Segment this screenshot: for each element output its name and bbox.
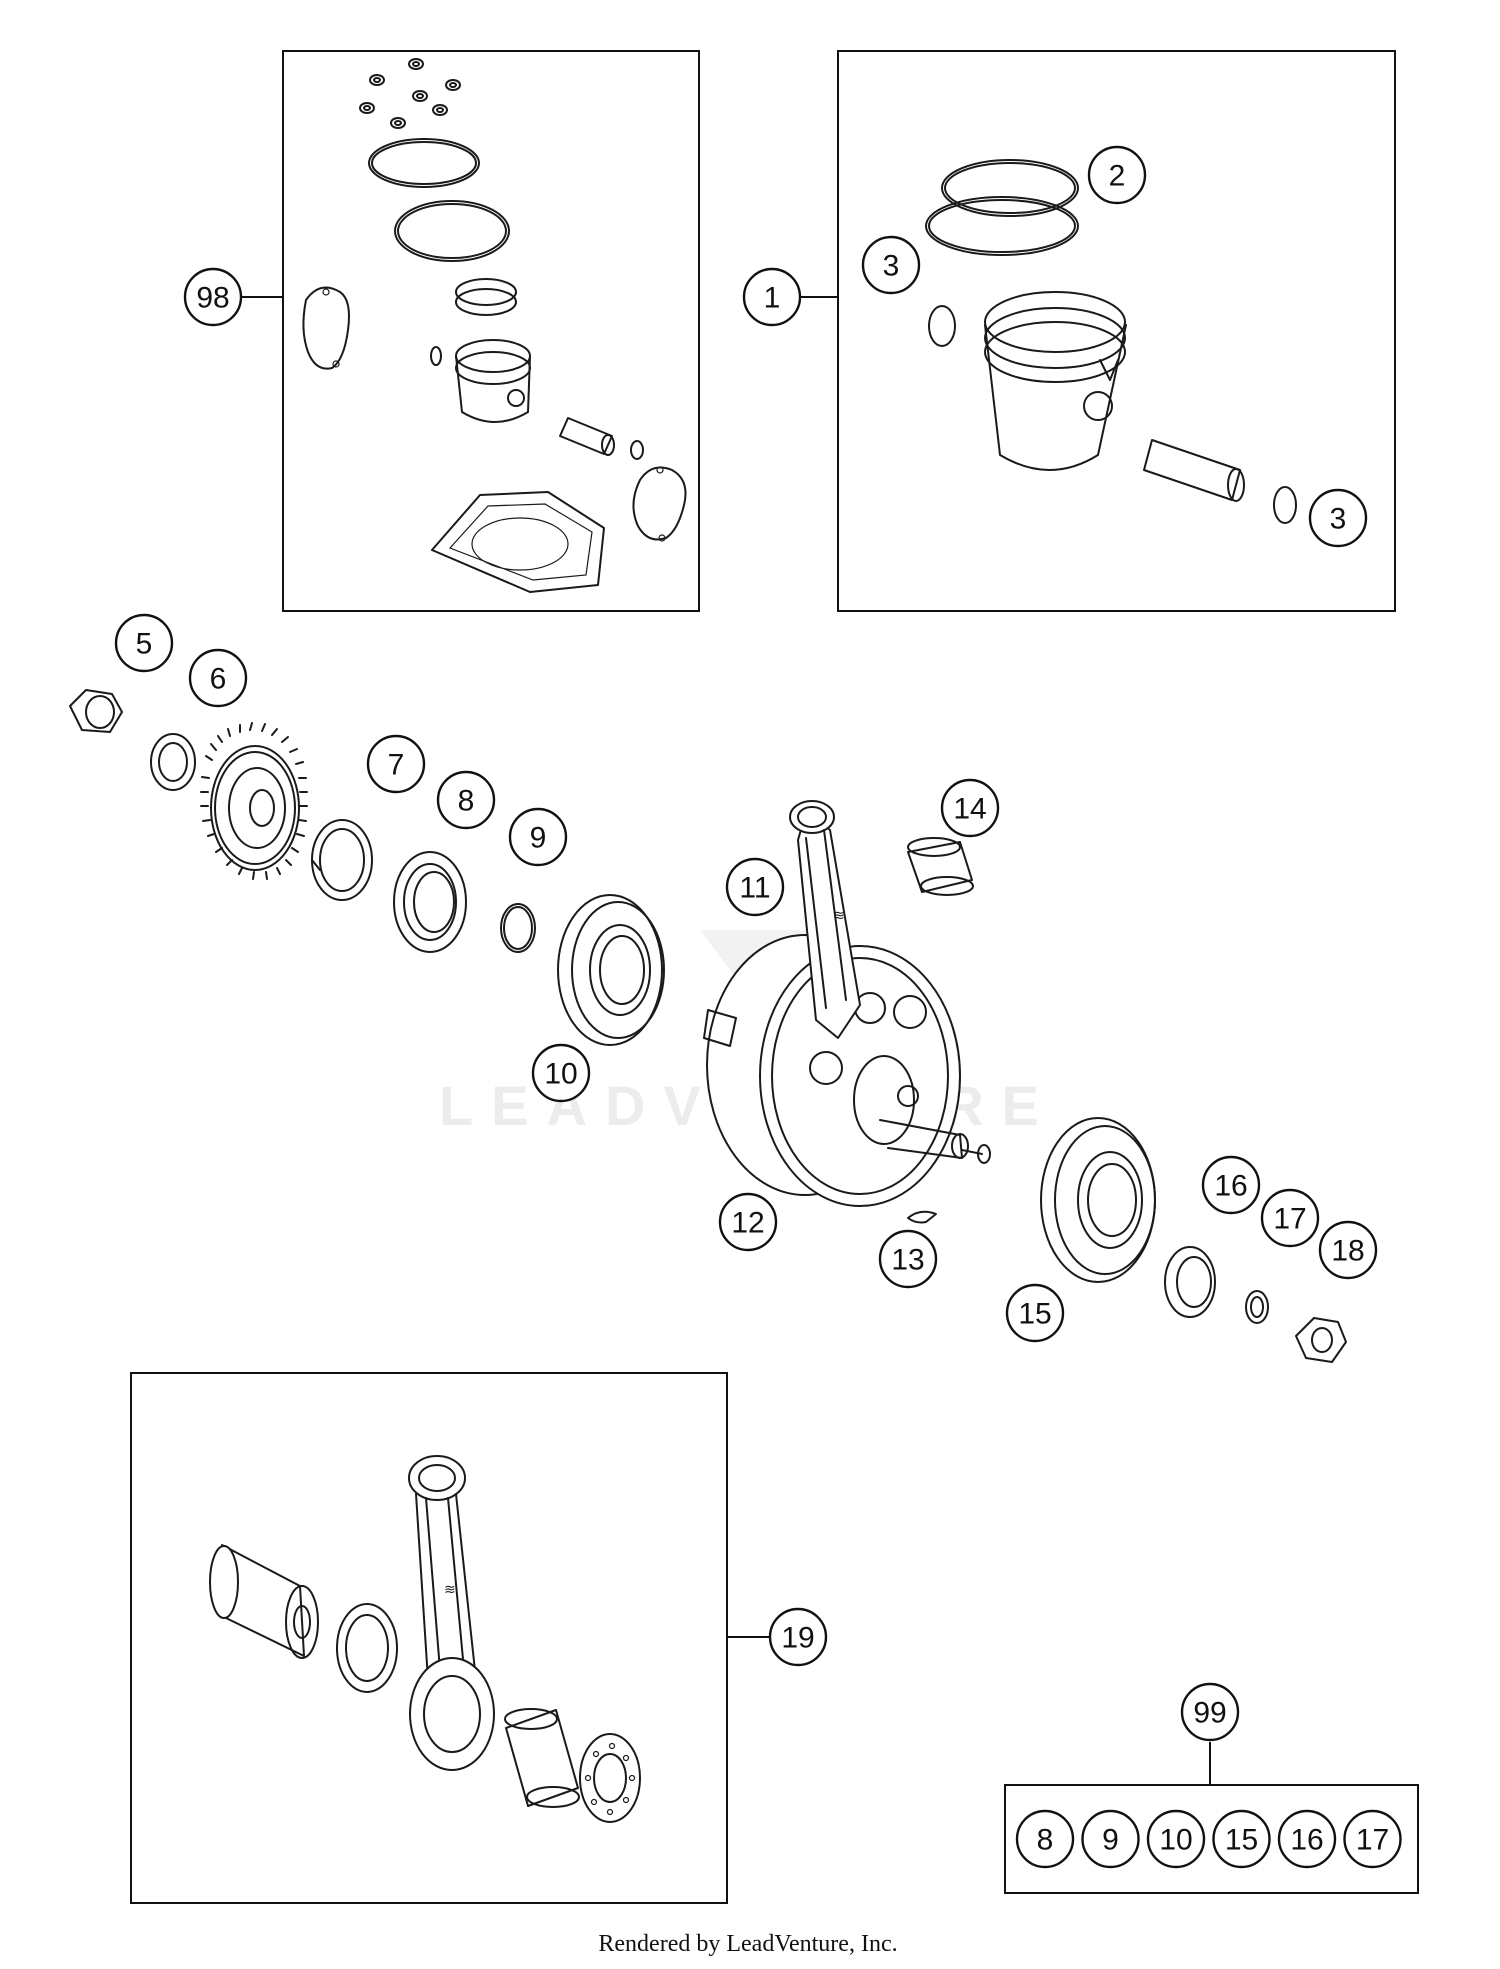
callout-number: 1 [764,282,781,315]
callout-circle [1087,145,1147,205]
callout-circle [940,778,1000,838]
callout-c99: 99 [1180,1682,1240,1742]
callout-c13: 13 [878,1229,938,1289]
callout-c10: 10 [531,1043,591,1103]
callout-c17: 17 [1260,1188,1320,1248]
kit-99-item-number: 10 [1159,1824,1192,1857]
callout-circle [768,1607,828,1667]
kit-1-parts [925,159,1297,524]
callout-c5: 5 [114,613,174,673]
kit-99-item-circle [1146,1809,1206,1869]
callout-number: 7 [388,749,405,782]
callout-number: 17 [1273,1203,1306,1236]
callout-circle [188,648,248,708]
callout-number: 10 [544,1058,577,1091]
callout-number: 2 [1109,160,1126,193]
callout-circle [861,235,921,295]
callout-circle [1201,1155,1261,1215]
kit-99-item: 17 [1343,1809,1402,1869]
callout-number: 98 [196,282,229,315]
kit-99-box [1004,1784,1419,1894]
kit-99-item: 16 [1277,1809,1337,1869]
callout-c19: 19 [768,1607,828,1667]
callout-c2: 2 [1087,145,1147,205]
callout-number: 8 [458,785,475,818]
kit-19-box [130,1372,728,1904]
callout-number: 3 [883,250,900,283]
callout-number: 16 [1214,1170,1247,1203]
callout-number: 11 [739,872,770,905]
callout-circle [531,1043,591,1103]
kit-99-item: 9 [1081,1809,1140,1869]
callout-number: 99 [1193,1697,1226,1730]
kit-99-item-circle [1212,1809,1271,1869]
callout-number: 13 [891,1244,924,1277]
svg-text:≋: ≋ [444,1581,456,1597]
callout-number: 3 [1330,503,1347,536]
kit-99-item-number: 17 [1356,1824,1389,1857]
callout-circle [1260,1188,1320,1248]
callout-number: 6 [210,663,227,696]
callout-c98: 98 [183,267,243,327]
kit-99-item: 15 [1212,1809,1271,1869]
kit-99-item-circle [1081,1809,1140,1869]
callout-c12: 12 [718,1192,778,1252]
kit-99-item-circle [1277,1809,1337,1869]
kit-99-item-number: 9 [1102,1824,1119,1857]
footer-credit: Rendered by LeadVenture, Inc. [598,1931,897,1957]
kit-99-item: 8 [1015,1809,1075,1869]
callout-c16: 16 [1201,1155,1261,1215]
callout-c18: 18 [1318,1220,1378,1280]
callout-circle [114,613,174,673]
callout-c14: 14 [940,778,1000,838]
callout-circle [183,267,243,327]
callout-circle [725,857,785,917]
kit-99-item-number: 15 [1225,1824,1258,1857]
callout-number: 5 [136,628,153,661]
kit-98-parts [302,58,687,593]
kit-98-box [282,50,700,612]
callout-number: 18 [1331,1235,1364,1268]
kit-99-items: 8 9 10 15 16 17 [1015,1809,1402,1869]
kit-99-item-number: 8 [1037,1824,1054,1857]
callout-circle [436,770,496,830]
svg-text:≋: ≋ [833,907,845,923]
callout-c3a: 3 [861,235,921,295]
callout-number: 19 [781,1622,814,1655]
callout-c1: 1 [742,267,802,327]
crankshaft-assembly: ≋ [69,689,1347,1363]
callout-number: 15 [1018,1298,1051,1331]
kit-99-item-circle [1343,1809,1402,1869]
kit-1-box [837,50,1396,612]
callout-c15: 15 [1005,1283,1065,1343]
callout-circle [366,734,426,794]
kit-19-parts: ≋ [209,1455,641,1823]
callout-circle [718,1192,778,1252]
callout-circle [1308,488,1368,548]
callout-number: 12 [731,1207,764,1240]
kit-99-item: 10 [1146,1809,1206,1869]
kit-99-item-number: 16 [1290,1824,1323,1857]
kit-99-item-circle [1015,1809,1075,1869]
callout-circle [878,1229,938,1289]
callout-c6: 6 [188,648,248,708]
callout-number: 14 [953,793,986,826]
callout-circle [1005,1283,1065,1343]
callout-c7: 7 [366,734,426,794]
callout-circle [742,267,802,327]
callout-circle [1180,1682,1240,1742]
callout-circle [1318,1220,1378,1280]
callout-c8: 8 [436,770,496,830]
callout-circle [508,807,568,867]
callout-c9: 9 [508,807,568,867]
callout-c11: 11 [725,857,785,917]
callout-c3b: 3 [1308,488,1368,548]
callout-number: 9 [530,822,547,855]
